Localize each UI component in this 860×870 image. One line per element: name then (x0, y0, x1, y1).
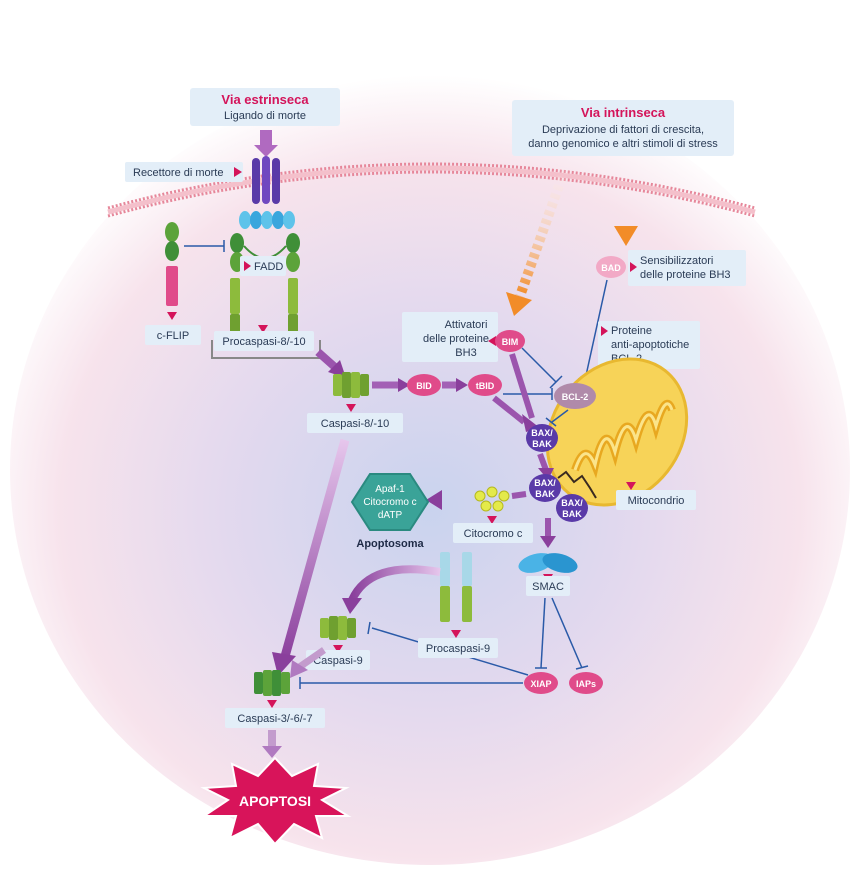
svg-text:Attivatori: Attivatori (445, 319, 488, 331)
svg-text:BAK: BAK (532, 439, 552, 449)
apoptosis-burst: APOPTOSI (200, 756, 352, 846)
svg-text:tBID: tBID (476, 381, 495, 391)
svg-text:c-FLIP: c-FLIP (157, 330, 189, 342)
fadd-label: FADD (240, 256, 286, 276)
svg-text:Mitocondrio: Mitocondrio (628, 495, 685, 507)
cytochrome-c-label: Citocromo c (453, 523, 533, 543)
tbid: tBID (468, 374, 502, 396)
svg-text:Recettore di morte: Recettore di morte (133, 167, 223, 179)
mitochondrion-label: Mitocondrio (616, 490, 696, 510)
bim: BIM (495, 330, 525, 352)
svg-text:Proteine: Proteine (611, 325, 652, 337)
cflip-label: c-FLIP (145, 325, 201, 345)
svg-text:Procaspasi-8/-10: Procaspasi-8/-10 (222, 336, 305, 348)
svg-text:Caspasi-8/-10: Caspasi-8/-10 (321, 418, 389, 430)
extrinsic-title: Via estrinseca (221, 92, 309, 107)
svg-text:anti-apoptotiche: anti-apoptotiche (611, 339, 689, 351)
iaps: IAPs (569, 672, 603, 694)
apoptosome: Apaf-1 Citocromo c dATP (350, 473, 430, 531)
svg-text:BCL-2: BCL-2 (562, 392, 589, 402)
cell-membrane (107, 162, 756, 210)
svg-text:Apaf-1: Apaf-1 (375, 484, 405, 495)
svg-text:BAK: BAK (535, 489, 555, 499)
death-receptor (239, 156, 295, 229)
svg-text:SMAC: SMAC (532, 581, 564, 593)
smac-label: SMAC (526, 576, 570, 596)
cytochrome-c (474, 486, 510, 524)
procaspase-8-10-label: Procaspasi-8/-10 (211, 325, 321, 359)
svg-text:Sensibilizzatori: Sensibilizzatori (640, 255, 713, 267)
svg-text:Deprivazione di fattori di cre: Deprivazione di fattori di crescita, (542, 124, 704, 136)
ligand-arrow (254, 130, 278, 157)
bax-bak-2: BAX/ BAK (529, 474, 561, 502)
extrinsic-header: Via estrinseca Ligando di morte (190, 88, 340, 126)
svg-text:BIM: BIM (502, 337, 519, 347)
svg-text:Citocromo c: Citocromo c (363, 497, 416, 508)
caspase-8-10 (333, 372, 369, 412)
procaspase-9 (440, 552, 472, 638)
intrinsic-title: Via intrinseca (581, 105, 666, 120)
xiap: XIAP (524, 672, 558, 694)
apoptosome-label: Apoptosoma (356, 538, 424, 550)
bid: BID (407, 374, 441, 396)
bax-bak-1: BAX/ BAK (526, 424, 558, 452)
svg-text:BH3: BH3 (455, 347, 476, 359)
caspase-9 (320, 616, 356, 653)
caspase-3-6-7 (254, 670, 290, 708)
death-receptor-label: Recettore di morte (125, 162, 243, 182)
svg-text:XIAP: XIAP (530, 679, 551, 689)
svg-text:delle proteine BH3: delle proteine BH3 (640, 269, 731, 281)
svg-text:BAX/: BAX/ (531, 428, 553, 438)
cell-background (10, 75, 850, 865)
bh3-activators-label: Attivatori delle proteine BH3 (402, 312, 498, 362)
svg-text:BAX/: BAX/ (561, 498, 583, 508)
svg-text:Citocromo c: Citocromo c (464, 528, 523, 540)
caspase-8-10-label: Caspasi-8/-10 (307, 413, 403, 433)
antiapoptotic-label: Proteine anti-apoptotiche BCL-2 (598, 321, 700, 369)
svg-text:dATP: dATP (378, 510, 403, 521)
svg-text:BAD: BAD (601, 263, 621, 273)
intrinsic-header: Via intrinseca Deprivazione di fattori d… (512, 100, 734, 156)
procaspase-9-label: Procaspasi-9 (418, 638, 498, 658)
svg-text:BAK: BAK (562, 509, 582, 519)
stress-arrow-left (506, 158, 573, 316)
svg-text:danno genomico e altri stimoli: danno genomico e altri stimoli di stress (528, 138, 718, 150)
stress-arrow-right (614, 160, 638, 246)
bcl2: BCL-2 (554, 383, 596, 409)
sensitizers-label: Sensibilizzatori delle proteine BH3 (628, 250, 746, 286)
bad: BAD (596, 256, 626, 278)
svg-text:BID: BID (416, 381, 432, 391)
svg-text:BAX/: BAX/ (534, 478, 556, 488)
svg-text:IAPs: IAPs (576, 679, 596, 689)
svg-text:delle proteine: delle proteine (423, 333, 489, 345)
svg-text:Caspasi-3/-6/-7: Caspasi-3/-6/-7 (237, 713, 312, 725)
svg-text:Procaspasi-9: Procaspasi-9 (426, 643, 490, 655)
cflip (165, 222, 225, 320)
apoptosis-label: APOPTOSI (239, 793, 311, 809)
bax-bak-3: BAX/ BAK (556, 494, 588, 522)
caspase-3-6-7-label: Caspasi-3/-6/-7 (225, 708, 325, 728)
extrinsic-subtitle: Ligando di morte (224, 110, 306, 122)
svg-text:FADD: FADD (254, 261, 283, 273)
svg-text:Caspasi-9: Caspasi-9 (313, 655, 363, 667)
